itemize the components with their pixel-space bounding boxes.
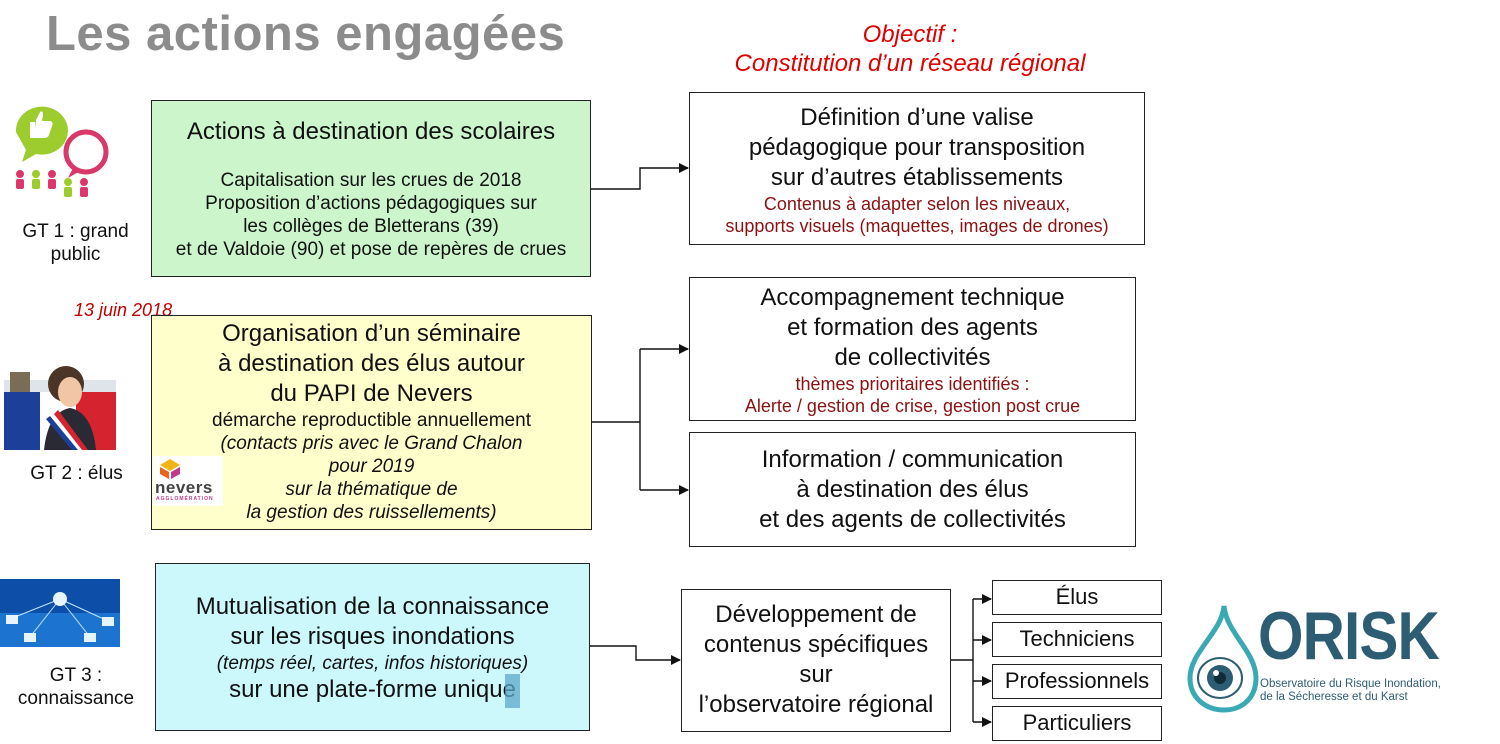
- nevers-logo-mark: [160, 459, 180, 479]
- outcome-developpement-title: contenus spécifiques: [703, 631, 929, 658]
- nevers-logo-word: nevers: [155, 478, 213, 497]
- gt1-label-line1: GT 1 : grand: [22, 221, 129, 242]
- action-seminaire-line: pour 2019: [328, 456, 415, 477]
- action-seminaire-title: du PAPI de Nevers: [270, 380, 473, 407]
- speech-bubbles-icon: [15, 106, 109, 197]
- action-seminaire-line: la gestion des ruissellements): [246, 502, 497, 523]
- outcome-developpement-title: Développement de: [715, 601, 917, 628]
- action-mutualisation-box: Mutualisation de la connaissance sur les…: [155, 563, 590, 731]
- action-seminaire-line: (contacts pris avec le Grand Chalon: [220, 433, 523, 454]
- action-mutualisation-last: sur une plate-forme unique: [229, 676, 516, 703]
- gt3-label-line2: connaissance: [17, 688, 135, 709]
- action-scolaires-box: Actions à destination des scolaires Capi…: [151, 100, 591, 277]
- action-scolaires-line: Capitalisation sur les crues de 2018: [220, 170, 522, 191]
- outcome-valise-note: Contenus à adapter selon les niveaux,: [763, 194, 1071, 214]
- network-icon: [0, 579, 120, 647]
- outcome-information-box: Information / communication à destinatio…: [689, 432, 1136, 547]
- audience-techniciens: Techniciens: [992, 622, 1162, 657]
- outcome-accompagnement-note: thèmes prioritaires identifiés :: [795, 374, 1030, 394]
- action-mutualisation-title: Mutualisation de la connaissance: [195, 593, 550, 620]
- action-mutualisation-subtitle: (temps réel, cartes, infos historiques): [216, 653, 529, 674]
- action-scolaires-line: les collèges de Bletterans (39): [243, 216, 499, 237]
- gt3-label-line1: GT 3 :: [49, 665, 103, 686]
- gt2-label: GT 2 : élus: [30, 463, 123, 484]
- orisk-logo-subtitle-line1: Observatoire du Risque Inondation,: [1260, 678, 1441, 690]
- orisk-logo-name: ORISK: [1258, 598, 1440, 674]
- action-seminaire-subtitle: démarche reproductible annuellement: [212, 410, 531, 431]
- gt1-label: GT 1 : grand public: [8, 220, 143, 266]
- audience-elus: Élus: [992, 580, 1162, 615]
- outcome-developpement-title: l’observatoire régional: [698, 691, 934, 718]
- action-seminaire-title: à destination des élus autour: [218, 350, 525, 377]
- outcome-valise-box: Définition d’une valise pédagogique pour…: [689, 92, 1145, 245]
- objective-label: Objectif :: [862, 21, 958, 48]
- nevers-logo: nevers AGGLOMÉRATION: [153, 456, 223, 506]
- outcome-developpement-box: Développement de contenus spécifiques su…: [681, 589, 951, 732]
- outcome-valise-note: supports visuels (maquettes, images de d…: [725, 216, 1109, 236]
- objective-text: Constitution d’un réseau régional: [734, 50, 1086, 77]
- orisk-logo-subtitle: Observatoire du Risque Inondation, de la…: [1260, 678, 1441, 704]
- outcome-accompagnement-box: Accompagnement technique et formation de…: [689, 277, 1136, 421]
- outcome-developpement-title: sur: [799, 661, 833, 688]
- audience-professionnels: Professionnels: [992, 664, 1162, 699]
- action-mutualisation-title: sur les risques inondations: [230, 623, 515, 650]
- nevers-logo-sub: AGGLOMÉRATION: [156, 496, 214, 502]
- outcome-accompagnement-title: et formation des agents: [787, 314, 1038, 341]
- action-scolaires-line: et de Valdoie (90) et pose de repères de…: [175, 239, 567, 260]
- page-title: Les actions engagées: [46, 7, 566, 61]
- action-seminaire-title: Organisation d’un séminaire: [222, 320, 521, 347]
- action-seminaire-line: sur la thématique de: [285, 479, 458, 500]
- objective: Objectif : Constitution d’un réseau régi…: [700, 20, 1120, 78]
- mayor-icon: [4, 366, 116, 450]
- action-seminaire-box: Organisation d’un séminaire à destinatio…: [151, 315, 592, 530]
- seminar-date: 13 juin 2018: [74, 300, 173, 320]
- outcome-valise-title: pédagogique pour transposition: [748, 134, 1086, 161]
- water-drop-eye-icon: [1187, 605, 1259, 713]
- gt3-label: GT 3 : connaissance: [6, 664, 146, 710]
- outcome-information-title: et des agents de collectivités: [759, 506, 1066, 533]
- text-cursor-highlight: [505, 674, 520, 708]
- action-scolaires-title: Actions à destination des scolaires: [186, 118, 556, 145]
- orisk-logo: ORISK Observatoire du Risque Inondation,…: [1182, 598, 1482, 717]
- outcome-accompagnement-note: Alerte / gestion de crise, gestion post …: [744, 396, 1081, 416]
- outcome-accompagnement-title: Accompagnement technique: [760, 284, 1065, 311]
- outcome-information-title: Information / communication: [761, 446, 1064, 473]
- audience-particuliers: Particuliers: [992, 706, 1162, 741]
- action-scolaires-line: Proposition d’actions pédagogiques sur: [205, 193, 537, 214]
- gt1-label-line2: public: [50, 244, 101, 265]
- orisk-logo-subtitle-line2: de la Sécheresse et du Karst: [1260, 691, 1408, 703]
- outcome-accompagnement-title: de collectivités: [834, 344, 991, 371]
- outcome-information-title: à destination des élus: [796, 476, 1029, 503]
- outcome-valise-title: sur d’autres établissements: [770, 164, 1064, 191]
- outcome-valise-title: Définition d’une valise: [800, 104, 1034, 131]
